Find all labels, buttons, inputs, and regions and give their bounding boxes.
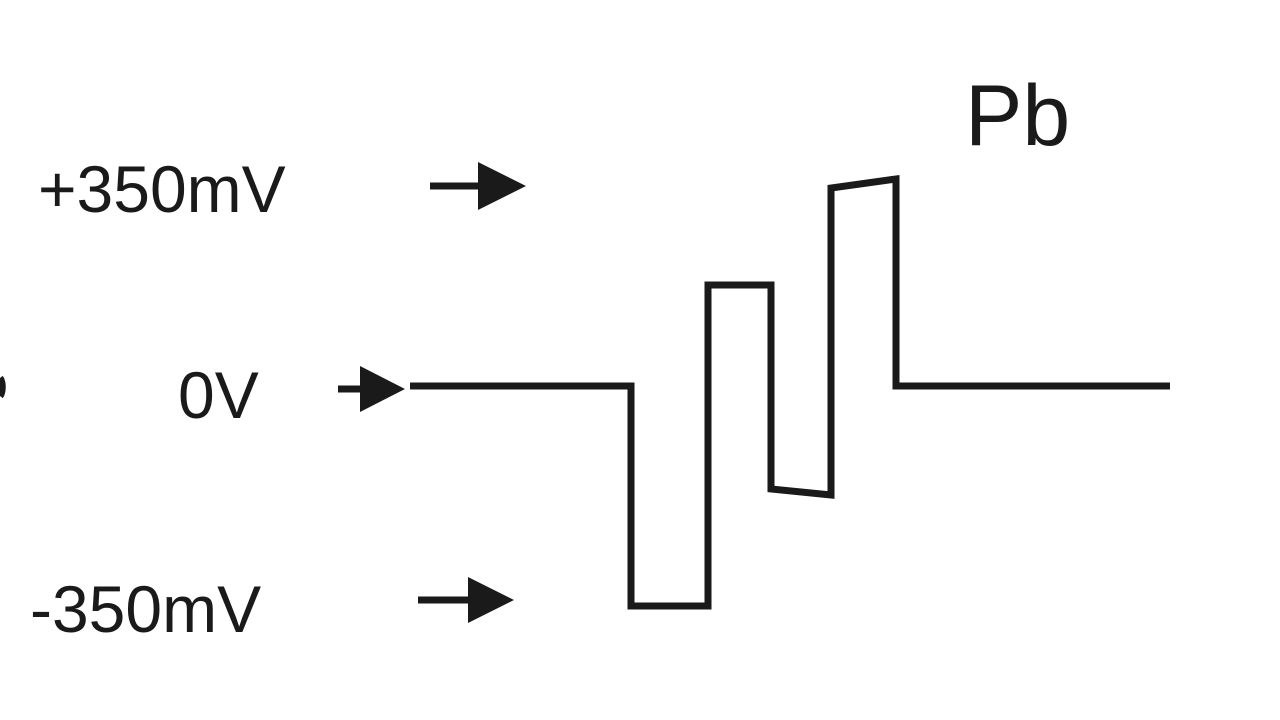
level-label-zero: 0V — [178, 358, 259, 432]
arrow-zero-icon — [338, 366, 405, 412]
edge-mark — [0, 375, 6, 399]
pulse-waveform — [410, 174, 1170, 610]
diagram-title: Pb — [965, 68, 1070, 164]
arrow-positive-icon — [430, 162, 526, 210]
level-label-positive: +350mV — [38, 152, 286, 226]
level-label-negative: -350mV — [30, 572, 261, 646]
arrow-negative-icon — [418, 577, 514, 623]
